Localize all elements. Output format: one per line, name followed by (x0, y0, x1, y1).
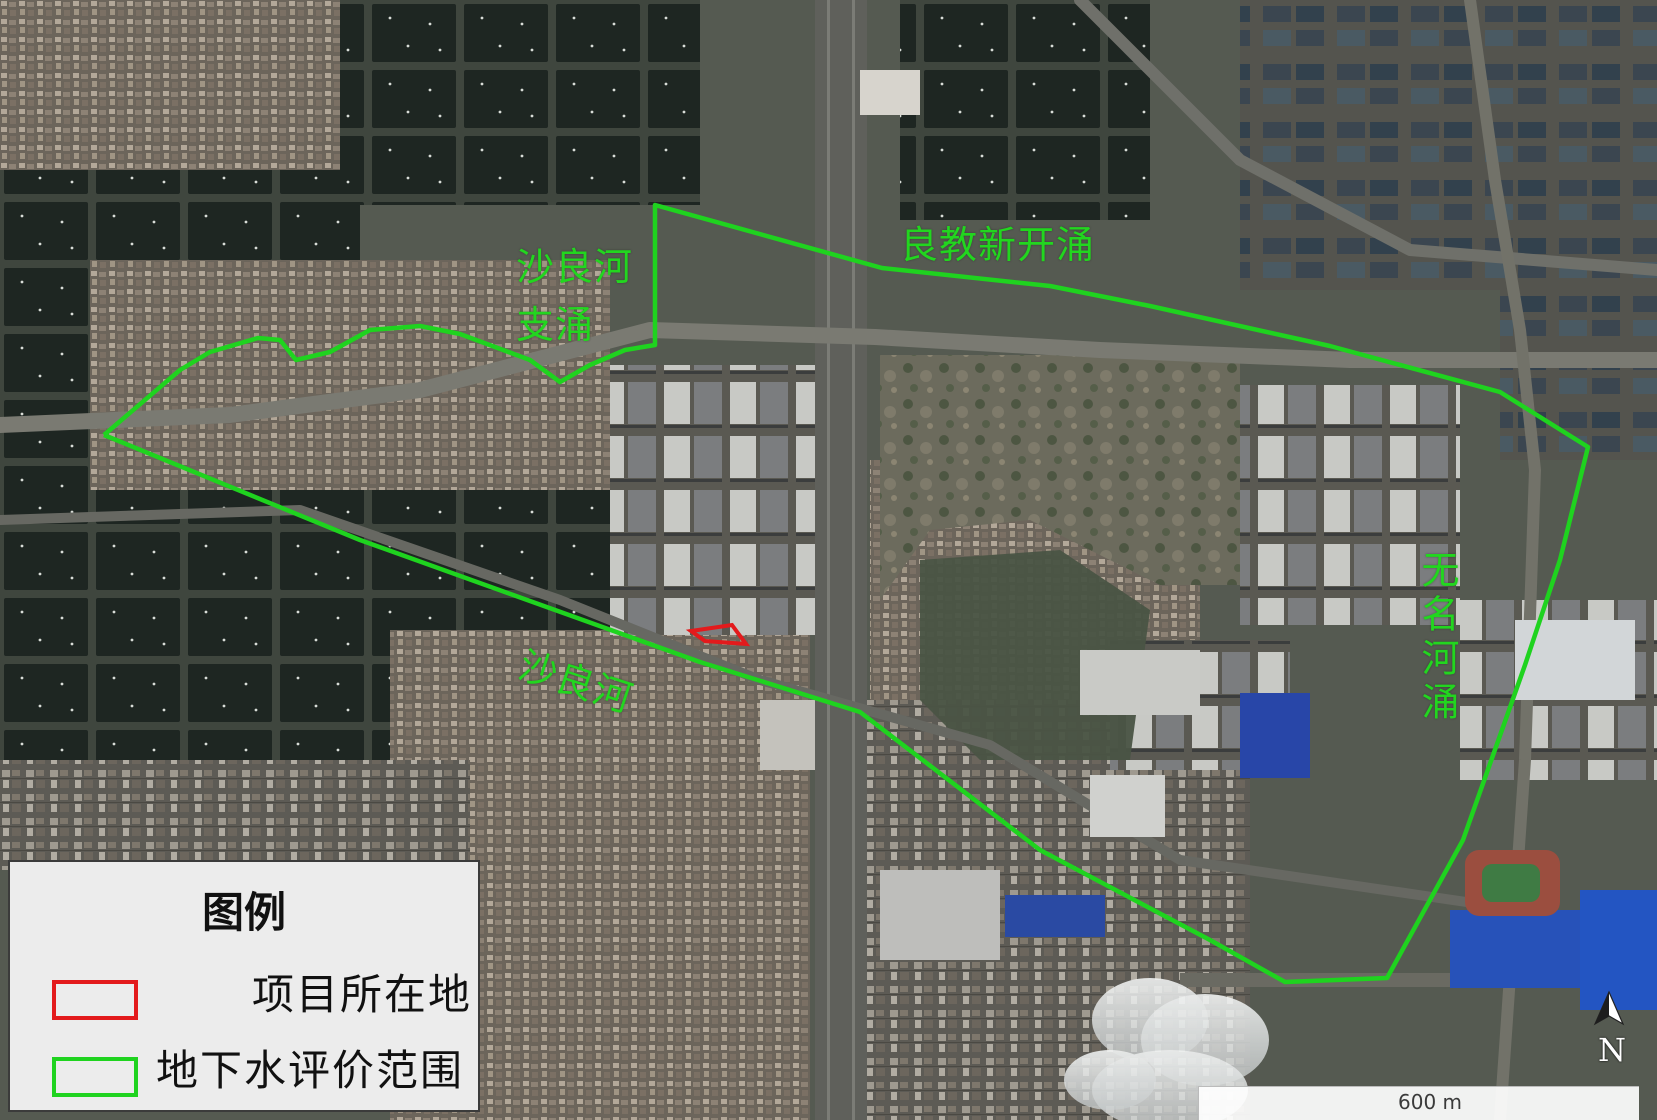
legend-groundwater-swatch (52, 1057, 138, 1097)
blue-roof-2 (1005, 895, 1105, 937)
west-industrial (610, 365, 820, 635)
east-industrial (1240, 385, 1460, 625)
legend-project-site-swatch (52, 980, 138, 1020)
main-east-west-road (0, 322, 1657, 433)
river-label-shaliang-branch: 沙良河 支涌 (516, 245, 634, 347)
project-site-outline (685, 622, 751, 647)
northwest-village (0, 0, 340, 170)
east-road (1464, 0, 1541, 1120)
river-label-liangjiao: 良教新开涌 (900, 223, 1096, 267)
scale-label: 600 m (1398, 1090, 1463, 1114)
north-fish-ponds (330, 0, 700, 205)
southwest-urban (0, 760, 470, 870)
bare-land (880, 355, 1240, 600)
groundwater-boundary (102, 202, 1591, 985)
sports-field (1482, 864, 1540, 902)
northeast-modern-blocks (1240, 0, 1657, 290)
scale-bar (1198, 1086, 1639, 1120)
legend-project-site-label: 项目所在地 (252, 970, 473, 1019)
blue-roof-4 (1580, 890, 1657, 1010)
north-arrow-icon (1593, 990, 1625, 1026)
north-south-highway (815, 0, 867, 1120)
legend-groundwater-label: 地下水评价范围 (156, 1046, 465, 1095)
river-label-wuming: 无名河涌 (1415, 550, 1459, 726)
cloud-patch (1064, 978, 1269, 1120)
northeast-road (1074, 0, 1657, 276)
blue-roof-1 (1240, 693, 1310, 778)
legend-title: 图例 (201, 888, 286, 937)
north-label: N (1598, 1031, 1626, 1069)
map-legend: 图例 项目所在地 地下水评价范围 (8, 860, 480, 1112)
